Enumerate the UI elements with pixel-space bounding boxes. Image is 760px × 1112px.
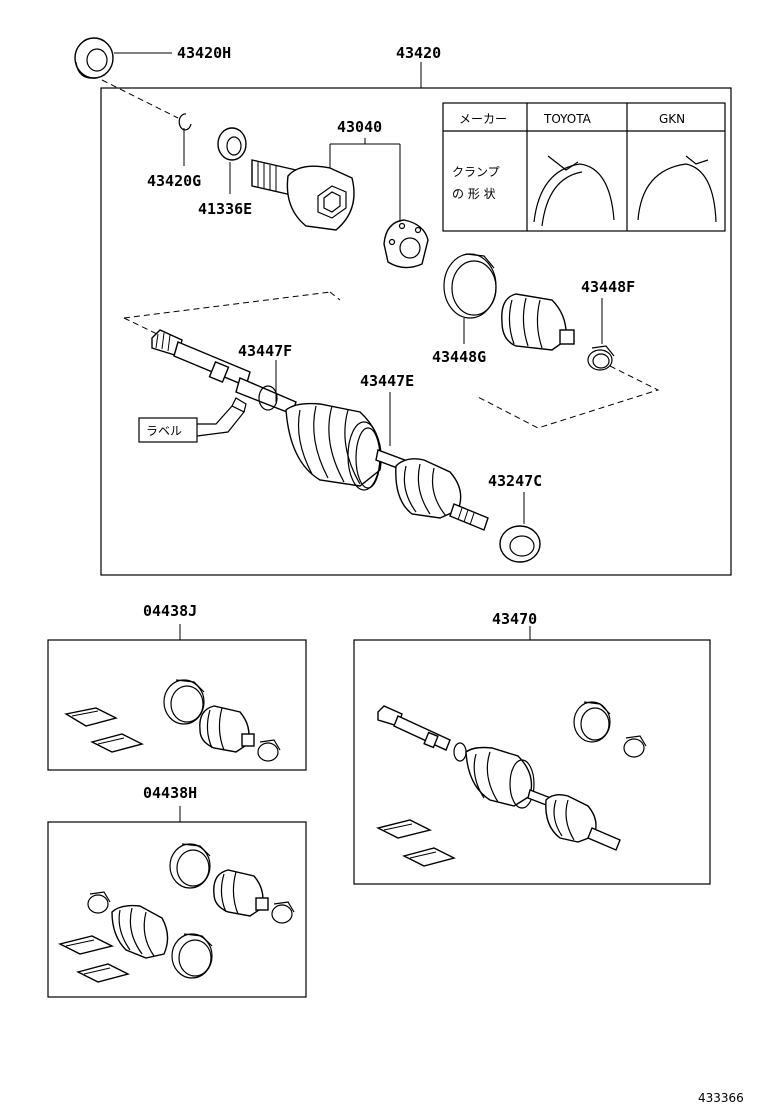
- clamp-43448F-icon: [587, 345, 615, 371]
- label-43420H: 43420H: [177, 44, 231, 62]
- kit-h-clamp-small-left-icon: [87, 891, 111, 914]
- table-row-label-line2: の 形 状: [452, 187, 496, 201]
- kit-h-clamp-small-right-icon: [271, 901, 295, 924]
- label-43448F: 43448F: [581, 278, 635, 296]
- diagram-id: 433366: [698, 1091, 744, 1105]
- label-43040: 43040: [337, 118, 382, 136]
- seal-43420H-icon: [74, 37, 114, 79]
- main-assembly-frame: [100, 87, 732, 576]
- label-43420G: 43420G: [147, 172, 201, 190]
- assembly-43470-frame: [353, 639, 711, 885]
- clamp-shape-table: メーカー TOYOTA GKN クランプ の 形 状: [442, 102, 726, 232]
- label-04438J: 04438J: [143, 602, 197, 620]
- kit-h-grease-packs-icon: [57, 935, 130, 983]
- clamp-43448G-icon: [443, 253, 497, 319]
- label-43247C: 43247C: [488, 472, 542, 490]
- joint-flange-43040-icon: [383, 219, 429, 269]
- label-43448G: 43448G: [432, 348, 486, 366]
- assembly-43470-clamp-small-icon: [623, 735, 647, 758]
- kit-boot-icon: [199, 705, 255, 753]
- table-header-gkn: GKN: [659, 112, 685, 126]
- kit-clamp-small-icon: [257, 739, 281, 762]
- kit-h-boot-left-icon: [111, 904, 169, 959]
- outer-joint-43040-icon: [251, 159, 355, 231]
- kit-clamp-large-icon: [163, 679, 205, 725]
- label-41336E: 41336E: [198, 200, 252, 218]
- drive-shaft-icon: [151, 329, 489, 531]
- table-header-toyota: TOYOTA: [543, 112, 592, 126]
- assembly-43470-shaft-icon: [377, 705, 621, 851]
- snap-ring-43420G-icon: [178, 113, 192, 131]
- kit-h-clamp-large-top-icon: [169, 843, 211, 889]
- kit-04438J-frame: [47, 639, 307, 771]
- grease-packs-icon: [64, 707, 144, 753]
- label-tag-text: ラベル: [146, 424, 182, 438]
- toyota-clamp-icon: [533, 155, 615, 227]
- label-43420: 43420: [396, 44, 441, 62]
- gkn-clamp-icon: [637, 155, 717, 223]
- label-tag-icon: [138, 397, 247, 443]
- seal-43247C-icon: [499, 525, 541, 563]
- ring-41336E-icon: [217, 127, 247, 161]
- label-43470: 43470: [492, 610, 537, 628]
- label-04438H: 04438H: [143, 784, 197, 802]
- inner-boot-icon: [501, 293, 575, 351]
- label-43447F: 43447F: [238, 342, 292, 360]
- assembly-43470-clamp-large-icon: [573, 701, 611, 743]
- kit-h-boot-right-icon: [213, 869, 269, 917]
- kit-h-clamp-large-bottom-icon: [171, 933, 213, 979]
- assembly-43470-grease-packs-icon: [375, 819, 456, 867]
- table-row-label-line1: クランプ: [452, 165, 500, 179]
- table-header-maker: メーカー: [459, 112, 507, 126]
- label-43447E: 43447E: [360, 372, 414, 390]
- kit-04438H-frame: [47, 821, 307, 998]
